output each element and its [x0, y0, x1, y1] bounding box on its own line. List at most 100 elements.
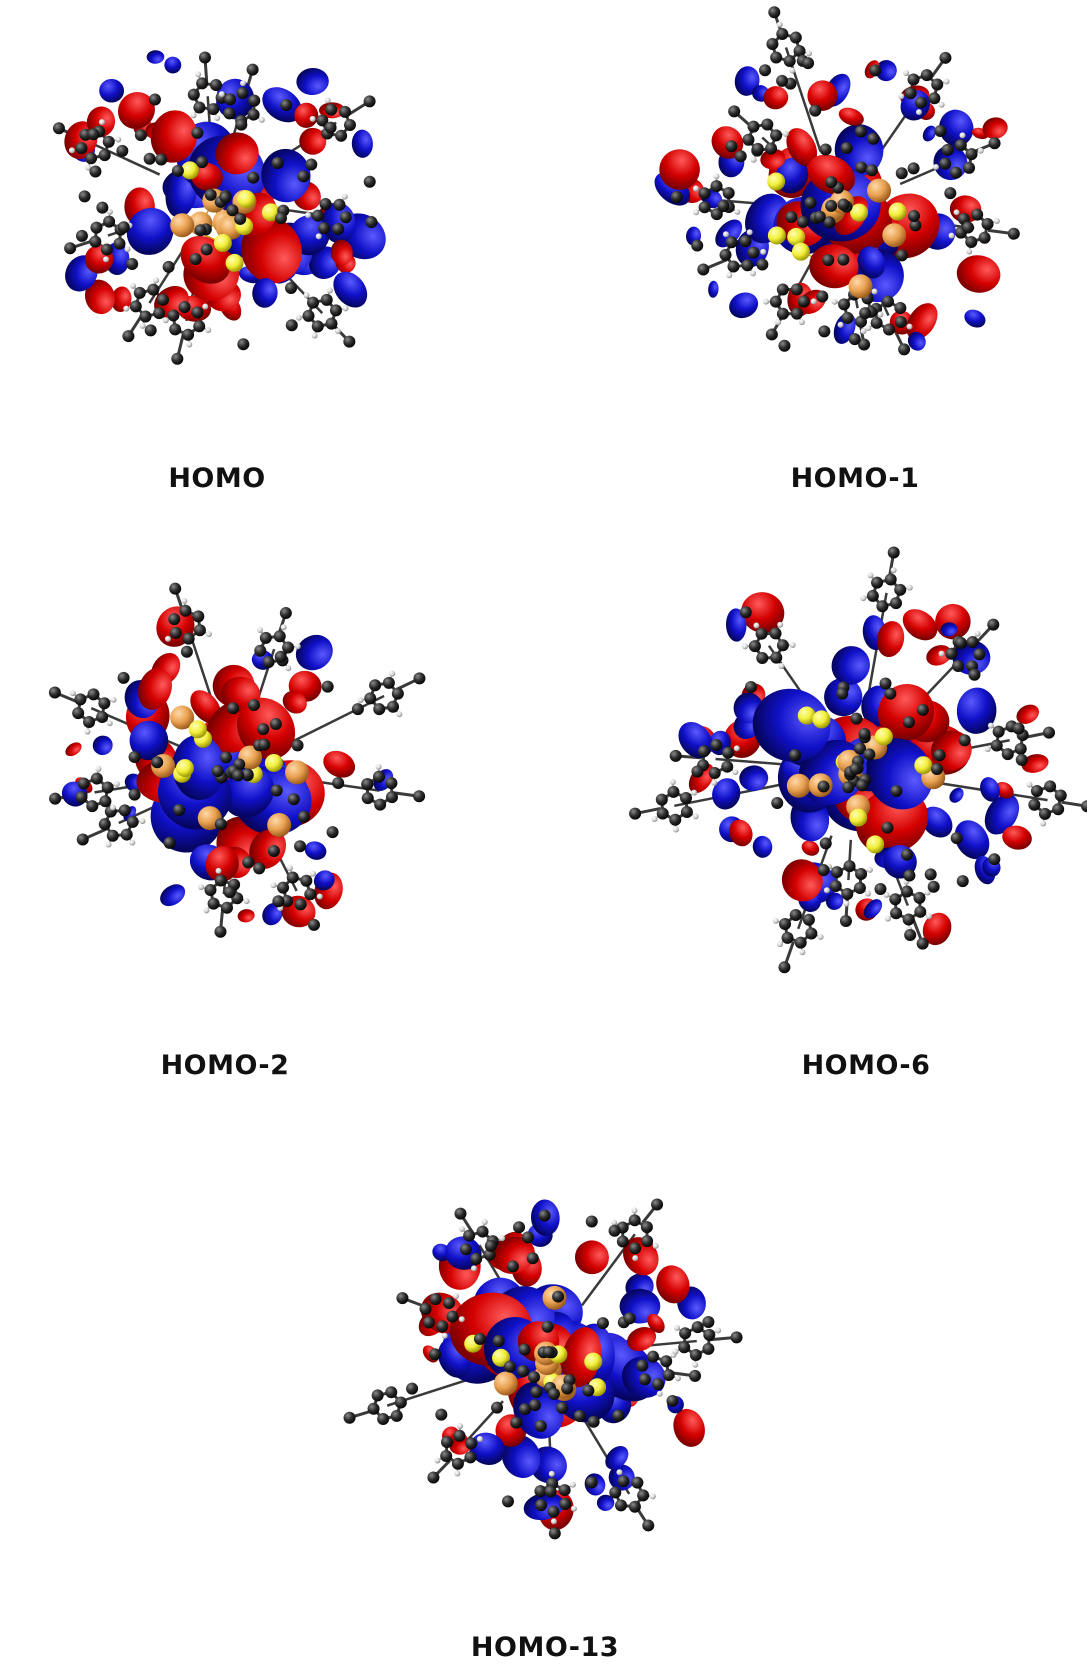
carbon-atom [582, 1384, 595, 1397]
hydrogen-atom [782, 130, 789, 137]
carbon-atom [666, 1394, 679, 1407]
hydrogen-atom [357, 697, 364, 704]
carbon-atom [126, 257, 139, 270]
carbon-atom [277, 881, 290, 894]
carbon-atom [128, 788, 141, 801]
hydrogen-atom [692, 813, 699, 820]
carbon-atom [708, 766, 721, 779]
hydrogen-atom [948, 232, 955, 239]
carbon-atom [770, 651, 783, 664]
hydrogen-atom [280, 624, 287, 631]
carbon-atom [710, 739, 723, 752]
hydrogen-atom [190, 112, 197, 119]
carbon-atom [939, 51, 952, 64]
carbon-atom [669, 813, 682, 826]
metal-atom [848, 274, 873, 299]
carbon-atom [680, 792, 693, 805]
hydrogen-atom [198, 884, 205, 891]
carbon-atom [464, 1451, 477, 1464]
carbon-atom [470, 1252, 483, 1265]
carbon-atom [776, 283, 789, 296]
carbon-atom [837, 198, 850, 211]
orbital-panel-homo-6 [620, 546, 1087, 1030]
orbital-lobes-layer [64, 50, 386, 322]
carbon-atom [766, 37, 779, 50]
hydrogen-atom [389, 670, 396, 677]
carbon-atom [96, 201, 109, 214]
carbon-atom [48, 686, 61, 699]
carbon-atom [305, 158, 318, 171]
carbon-atom [727, 260, 740, 273]
atoms-layer [52, 51, 378, 365]
carbon-atom [311, 209, 324, 222]
carbon-atom [765, 142, 778, 155]
carbon-atom [207, 897, 220, 910]
carbon-atom [934, 124, 947, 137]
carbon-atom [280, 99, 293, 112]
carbon-atom [596, 1317, 609, 1330]
carbon-atom [52, 122, 65, 135]
hydrogen-atom [966, 248, 973, 255]
carbon-atom [825, 176, 838, 189]
negative-lobe [825, 892, 844, 910]
carbon-atom [805, 927, 818, 940]
carbon-atom [385, 791, 398, 804]
carbon-atom [235, 118, 248, 131]
carbon-atom [836, 687, 849, 700]
carbon-atom [988, 853, 1001, 866]
carbon-atom [817, 780, 830, 793]
carbon-atom [669, 749, 682, 762]
carbon-atom [192, 610, 205, 623]
carbon-atom [710, 208, 723, 221]
carbon-atom [702, 1316, 715, 1329]
orbital-render-homo-6 [629, 546, 1087, 974]
carbon-atom [440, 1450, 453, 1463]
carbon-atom [320, 293, 333, 306]
carbon-atom [191, 306, 204, 319]
positive-lobe [786, 128, 818, 167]
carbon-atom [739, 235, 752, 248]
carbon-atom [102, 135, 115, 148]
carbon-atom [371, 1389, 384, 1402]
carbon-atom [413, 672, 426, 685]
carbon-atom [204, 884, 217, 897]
carbon-atom [609, 1486, 622, 1499]
carbon-atom [556, 1401, 569, 1414]
carbon-atom [854, 742, 867, 755]
hydrogen-atom [1026, 781, 1033, 788]
metal-atom [493, 1371, 518, 1396]
carbon-atom [436, 1320, 449, 1333]
carbon-atom [162, 260, 175, 273]
hydrogen-atom [742, 643, 749, 650]
carbon-atom [133, 286, 146, 299]
negative-lobe [863, 899, 883, 919]
carbon-atom [116, 144, 129, 157]
carbon-atom [637, 1489, 650, 1502]
hydrogen-atom [109, 804, 116, 811]
negative-lobe [129, 720, 169, 761]
carbon-atom [247, 171, 260, 184]
hydrogen-atom [434, 1457, 441, 1464]
atoms-layer [629, 546, 1087, 974]
positive-lobe [627, 1327, 657, 1352]
carbon-atom [971, 208, 984, 221]
carbon-atom [459, 1243, 472, 1256]
carbon-atom [587, 1415, 600, 1428]
hydrogen-atom [162, 317, 169, 324]
carbon-atom [796, 215, 809, 228]
carbon-atom [819, 837, 832, 850]
negative-lobe [351, 129, 373, 158]
hydrogen-atom [652, 1242, 659, 1249]
carbon-atom [759, 64, 772, 77]
carbon-atom [169, 627, 182, 640]
hydrogen-atom [932, 163, 939, 170]
carbon-atom [869, 64, 882, 77]
carbon-atom [949, 166, 962, 179]
hydrogen-atom [476, 1435, 483, 1442]
hydrogen-atom [938, 101, 945, 108]
carbon-atom [307, 918, 320, 931]
carbon-atom [916, 703, 929, 716]
carbon-atom [363, 95, 376, 108]
carbon-atom [849, 762, 862, 775]
carbon-atom [219, 191, 232, 204]
